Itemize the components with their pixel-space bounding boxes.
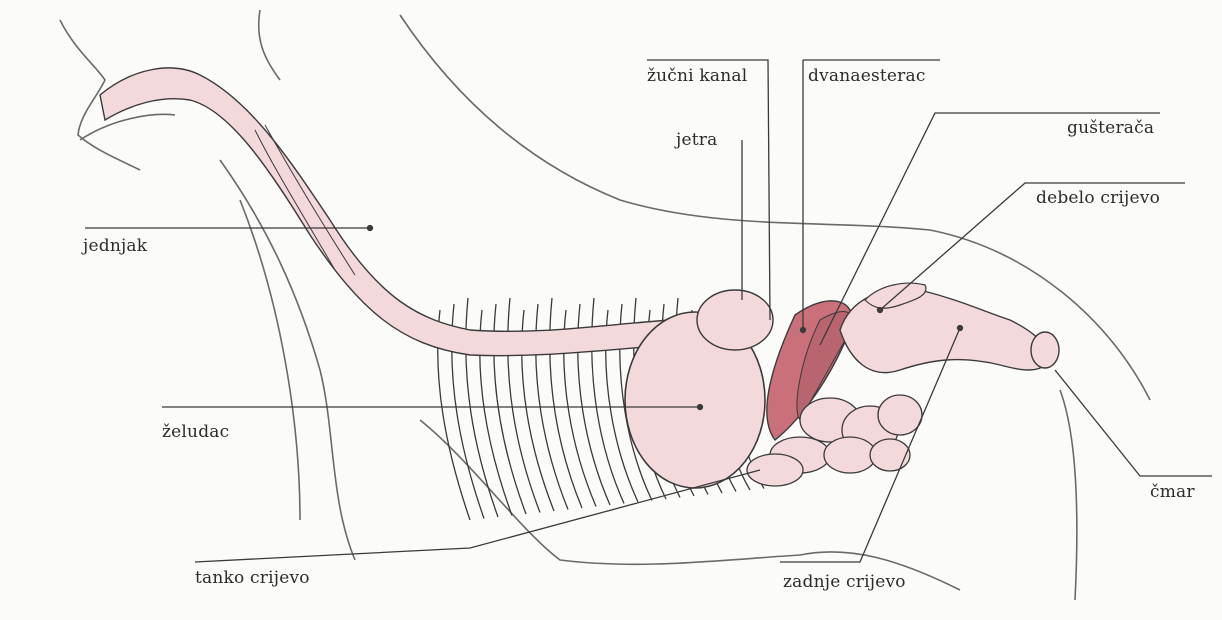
label-debelo-crijevo: debelo crijevo xyxy=(1036,188,1160,208)
label-tanko-crijevo: tanko crijevo xyxy=(195,568,310,588)
wing-line xyxy=(240,200,300,520)
neck-outline xyxy=(220,160,355,560)
label-dvanaesterac: dvanaesterac xyxy=(808,66,926,86)
head-top xyxy=(259,10,280,80)
label-cmar: čmar xyxy=(1150,482,1195,502)
cloaca-shape xyxy=(1031,332,1059,368)
esophagus-shape xyxy=(100,68,672,356)
leg-outline xyxy=(1060,390,1077,600)
cmar-leader xyxy=(1055,370,1212,476)
label-zucni-kanal: žučni kanal xyxy=(647,66,747,86)
label-gusteraca: gušterača xyxy=(1067,118,1154,138)
label-zadnje-crijevo: zadnje crijevo xyxy=(783,572,906,592)
zucni-kanal-leader xyxy=(647,60,770,320)
proventriculus-shape xyxy=(697,290,773,350)
label-jetra: jetra xyxy=(676,130,717,150)
label-zeludac: želudac xyxy=(162,422,229,442)
beak-lower xyxy=(80,114,175,140)
label-jednjak: jednjak xyxy=(83,236,147,256)
